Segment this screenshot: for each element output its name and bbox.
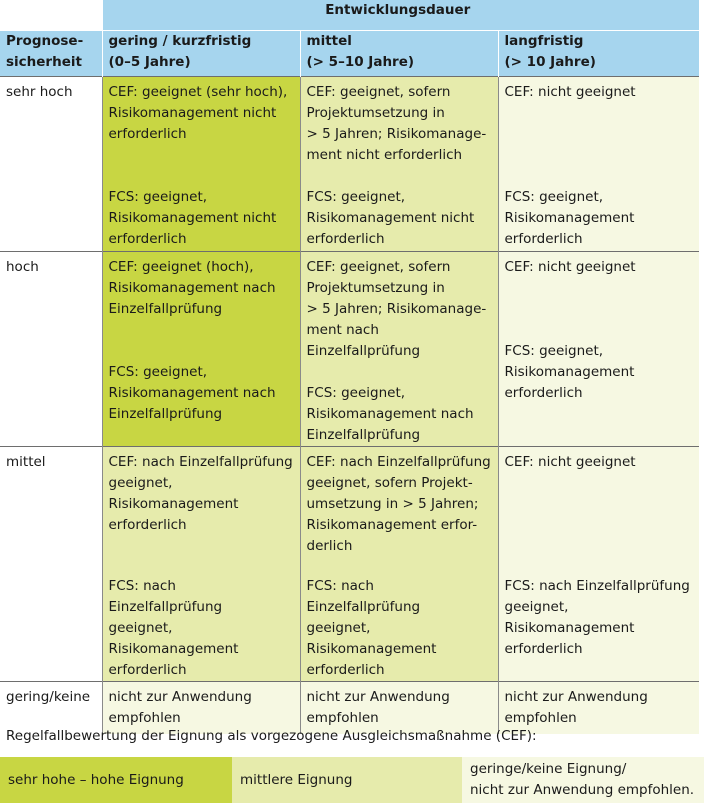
row-label: gering/keine xyxy=(0,681,102,734)
legend-item-high: sehr hohe – hohe Eignung xyxy=(0,757,232,803)
column-header-title: gering / kurzfristig xyxy=(108,33,252,49)
group-header: Entwicklungsdauer xyxy=(101,0,700,31)
column-header-range: (0–5 Jahre) xyxy=(108,54,191,70)
legend: sehr hohe – hohe Eignung mittlere Eignun… xyxy=(0,757,704,808)
table-cell: CEF: nicht geeignet FCS: nach Einzelfall… xyxy=(497,446,700,682)
header-corner-cell xyxy=(0,0,102,31)
table-cell: CEF: geeignet (hoch),Risikomanagement na… xyxy=(101,251,300,447)
column-header: gering / kurzfristig (0–5 Jahre) xyxy=(101,30,300,77)
table-row: hoch CEF: geeignet (hoch),Risikomanageme… xyxy=(0,251,700,447)
header-row-columns: Prognose- sicherheit gering / kurzfristi… xyxy=(0,30,700,77)
table-row: sehr hoch CEF: geeignet (sehr hoch),Risi… xyxy=(0,76,700,252)
cef-text: CEF: nicht geeignet xyxy=(504,259,636,275)
row-header-cell: Prognose- sicherheit xyxy=(0,31,102,77)
header-row-group: Entwicklungsdauer xyxy=(0,0,700,31)
row-label: sehr hoch xyxy=(0,76,102,252)
row-header-line: sicherheit xyxy=(6,54,82,70)
column-header: mittel (> 5–10 Jahre) xyxy=(299,30,498,77)
cef-text: CEF: geeignet (hoch),Risikomanagement na… xyxy=(108,259,276,317)
column-header: langfristig (> 10 Jahre) xyxy=(497,30,700,77)
column-header-title: mittel xyxy=(306,33,352,49)
column-header-range: (> 10 Jahre) xyxy=(504,54,596,70)
row-header-line: Prognose- xyxy=(6,33,84,49)
cef-text: CEF: geeignet (sehr hoch),Risikomanageme… xyxy=(108,84,288,142)
cef-text: CEF: nicht geeignet xyxy=(504,84,636,100)
column-header-range: (> 5–10 Jahre) xyxy=(306,54,415,70)
table-cell: CEF: geeignet (sehr hoch),Risikomanageme… xyxy=(101,76,300,252)
column-header-title: langfristig xyxy=(504,33,584,49)
legend-caption: Regelfallbewertung der Eignung als vorge… xyxy=(6,728,537,744)
suitability-table: Entwicklungsdauer Prognose- sicherheit g… xyxy=(0,0,700,734)
row-label: mittel xyxy=(0,446,102,682)
row-label: hoch xyxy=(0,251,102,447)
table-cell: CEF: nicht geeignet FCS: geeignet,Risiko… xyxy=(497,76,700,252)
legend-item-medium: mittlere Eignung xyxy=(232,757,462,803)
legend-item-low: geringe/keine Eignung/ nicht zur Anwendu… xyxy=(462,757,704,803)
cef-text: CEF: nicht geeignet xyxy=(504,454,636,470)
table-cell: CEF: nicht geeignet FCS: geeignet,Risiko… xyxy=(497,251,700,447)
